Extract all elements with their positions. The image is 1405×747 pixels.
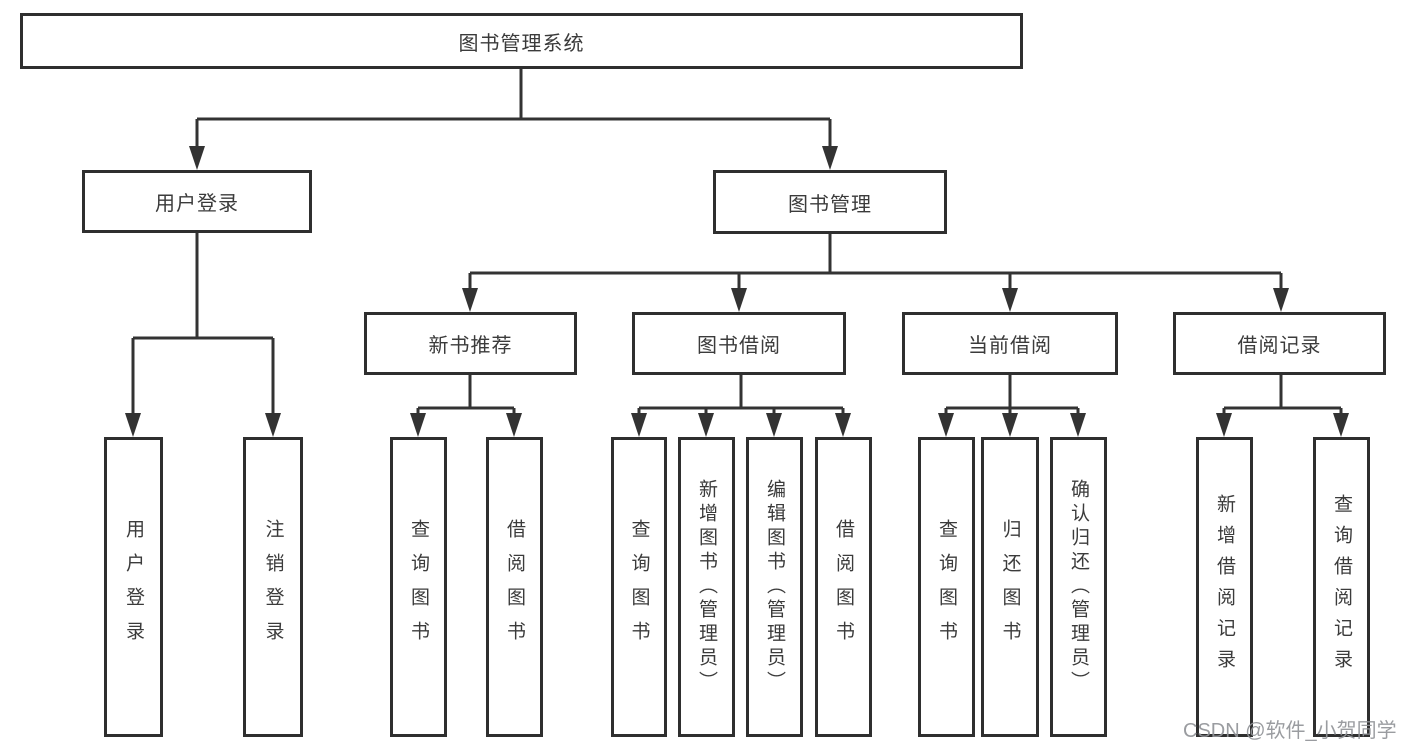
node-current-borrow: 当前借阅 — [902, 312, 1118, 375]
leaf-br-add-record-label: 新增借阅记录 — [1214, 494, 1235, 680]
node-root: 图书管理系统 — [20, 13, 1023, 69]
csdn-watermark: CSDN @软件_小贺同学 — [1183, 720, 1397, 742]
node-borrow-records: 借阅记录 — [1173, 312, 1386, 375]
node-borrow-records-label: 借阅记录 — [1237, 335, 1322, 357]
leaf-bb-edit-books-admin: 编辑图书（管理员） — [746, 437, 803, 737]
node-current-borrow-label: 当前借阅 — [968, 335, 1052, 357]
leaf-nb-query-books-label: 查询图书 — [408, 519, 429, 655]
leaf-cb-confirm-return-admin-label: 确认归还（管理员） — [1068, 479, 1089, 695]
leaf-user-login-label: 用户登录 — [123, 519, 144, 655]
leaf-nb-borrow-books: 借阅图书 — [486, 437, 543, 737]
node-book-management: 图书管理 — [713, 170, 947, 234]
node-book-management-label: 图书管理 — [788, 193, 872, 216]
leaf-logout-label: 注销登录 — [262, 519, 284, 655]
node-user-login: 用户登录 — [82, 170, 312, 233]
node-book-borrow: 图书借阅 — [632, 312, 846, 375]
leaf-cb-confirm-return-admin: 确认归还（管理员） — [1050, 437, 1107, 737]
leaf-bb-query-books-label: 查询图书 — [628, 519, 650, 655]
node-book-borrow-label: 图书借阅 — [697, 335, 781, 357]
node-new-book-recommend: 新书推荐 — [364, 312, 577, 375]
leaf-bb-query-books: 查询图书 — [611, 437, 667, 737]
leaf-bb-borrow-books-label: 借阅图书 — [833, 519, 854, 655]
leaf-cb-query-books-label: 查询图书 — [936, 519, 957, 655]
leaf-br-query-record-label: 查询借阅记录 — [1331, 494, 1352, 680]
leaf-cb-query-books: 查询图书 — [918, 437, 975, 737]
leaf-cb-return-books-label: 归还图书 — [999, 519, 1021, 655]
leaf-bb-add-books-admin-label: 新增图书（管理员） — [696, 479, 717, 695]
leaf-bb-add-books-admin: 新增图书（管理员） — [678, 437, 735, 737]
leaf-br-query-record: 查询借阅记录 — [1313, 437, 1370, 737]
leaf-logout: 注销登录 — [243, 437, 303, 737]
node-root-label: 图书管理系统 — [458, 32, 585, 55]
leaf-nb-borrow-books-label: 借阅图书 — [504, 519, 525, 655]
leaf-bb-edit-books-admin-label: 编辑图书（管理员） — [764, 479, 785, 695]
leaf-cb-return-books: 归还图书 — [981, 437, 1039, 737]
leaf-nb-query-books: 查询图书 — [390, 437, 447, 737]
leaf-br-add-record: 新增借阅记录 — [1196, 437, 1253, 737]
leaf-bb-borrow-books: 借阅图书 — [815, 437, 872, 737]
node-new-book-recommend-label: 新书推荐 — [428, 335, 513, 357]
leaf-user-login: 用户登录 — [104, 437, 163, 737]
node-user-login-label: 用户登录 — [155, 193, 239, 215]
